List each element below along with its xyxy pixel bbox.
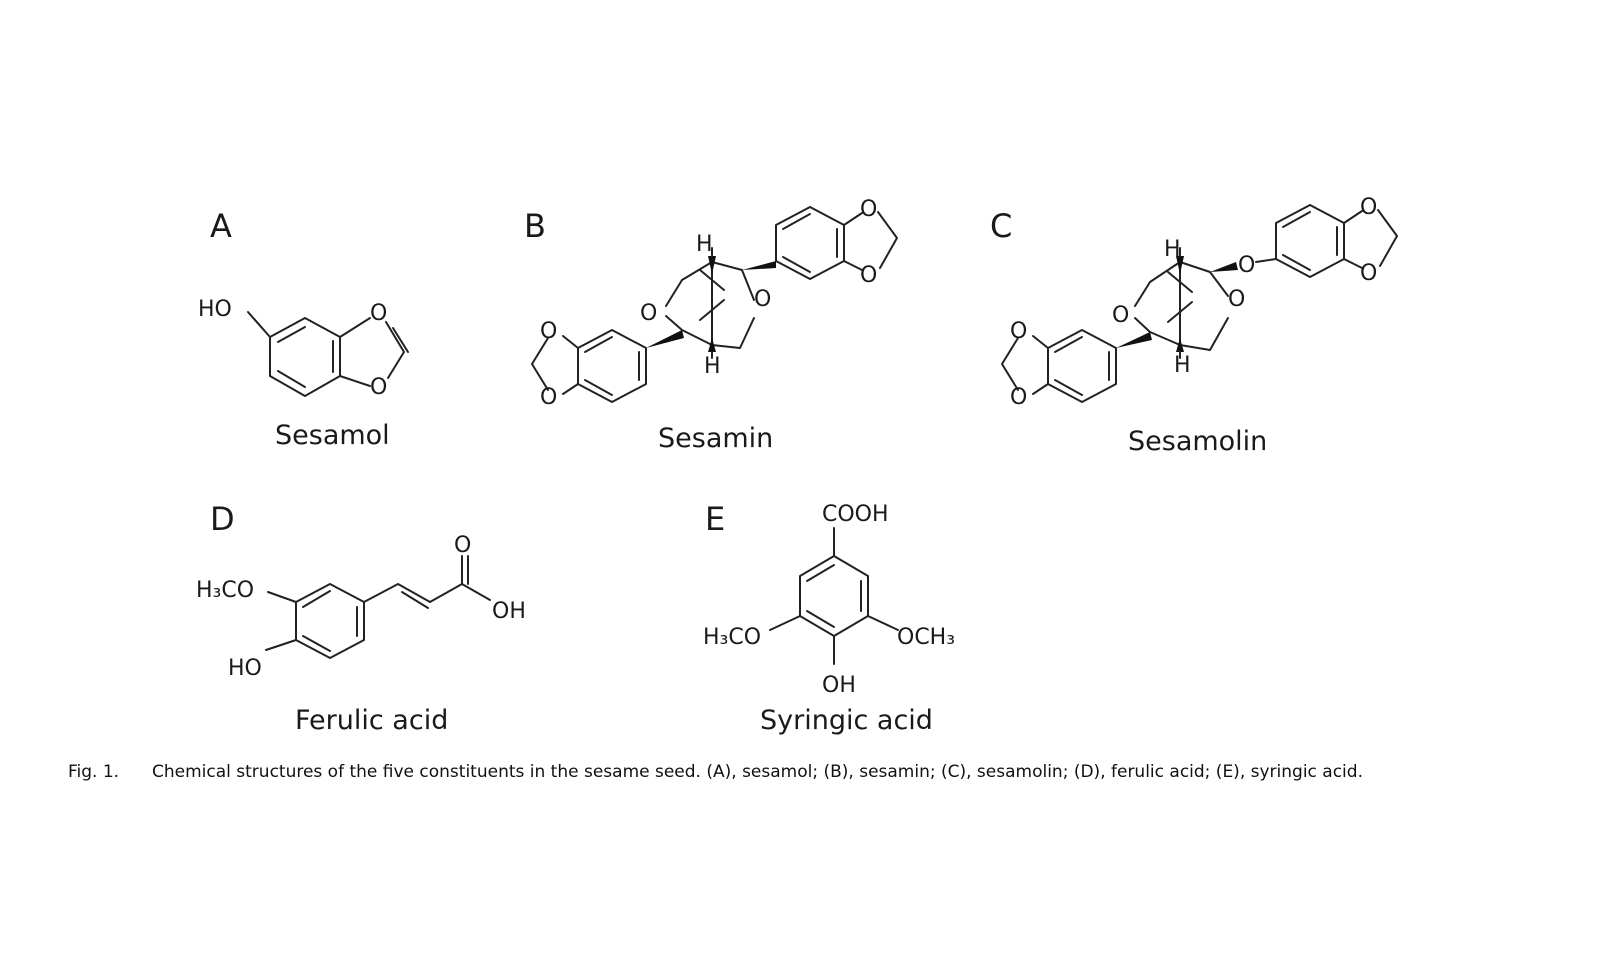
compound-name-sesamin: Sesamin [658, 423, 773, 454]
syringic-oh-label: OH [822, 673, 856, 698]
figure-caption-text: Chemical structures of the five constitu… [152, 762, 1363, 782]
compound-name-sesamol: Sesamol [275, 420, 390, 451]
sesamolin-o-label-1: O [1112, 303, 1129, 328]
sesamin-h-label-top: H [696, 232, 713, 257]
panel-label-c: C [990, 207, 1012, 245]
figure-caption-label: Fig. 1. [68, 762, 119, 782]
compound-name-syringic-acid: Syringic acid [760, 705, 933, 736]
ferulic-h3co-label: H₃CO [196, 578, 254, 603]
panel-label-b: B [524, 207, 546, 245]
sesamolin-h-label-bottom: H [1174, 353, 1191, 378]
sesamin-o-label-2: O [754, 287, 771, 312]
sesamol-o-label-2: O [370, 375, 387, 400]
ferulic-o-label: O [454, 533, 471, 558]
sesamolin-o-label-7: O [1360, 261, 1377, 286]
sesamolin-structure [1001, 204, 1398, 403]
syringic-acid-structure [769, 527, 899, 665]
sesamin-structure [531, 206, 898, 403]
sesamol-o-label-1: O [370, 301, 387, 326]
sesamolin-h-label-top: H [1164, 237, 1181, 262]
sesamin-o-label-5: O [860, 197, 877, 222]
sesamin-o-label-3: O [540, 319, 557, 344]
ferulic-oh-label: OH [492, 599, 526, 624]
sesamolin-o-label-2: O [1228, 287, 1245, 312]
ferulic-acid-structure [265, 555, 491, 659]
compound-name-sesamolin: Sesamolin [1128, 426, 1267, 457]
compound-name-ferulic-acid: Ferulic acid [295, 705, 448, 736]
panel-label-a: A [210, 207, 232, 245]
sesamin-h-label-bottom: H [704, 354, 721, 379]
syringic-och3-label: OCH₃ [897, 625, 955, 650]
sesamolin-o-label-5: O [1010, 385, 1027, 410]
sesamin-o-label-6: O [860, 263, 877, 288]
sesamolin-o-label-3: O [1238, 253, 1255, 278]
sesamin-o-label-4: O [540, 385, 557, 410]
ferulic-ho-label: HO [228, 656, 262, 681]
panel-label-e: E [705, 500, 725, 538]
sesamol-structure [247, 311, 409, 397]
sesamolin-o-label-4: O [1010, 319, 1027, 344]
sesamolin-o-label-6: O [1360, 195, 1377, 220]
sesamin-o-label-1: O [640, 301, 657, 326]
syringic-cooh-label: COOH [822, 502, 889, 527]
syringic-h3co-label: H₃CO [703, 625, 761, 650]
panel-label-d: D [210, 500, 235, 538]
sesamol-ho-label: HO [198, 297, 232, 322]
